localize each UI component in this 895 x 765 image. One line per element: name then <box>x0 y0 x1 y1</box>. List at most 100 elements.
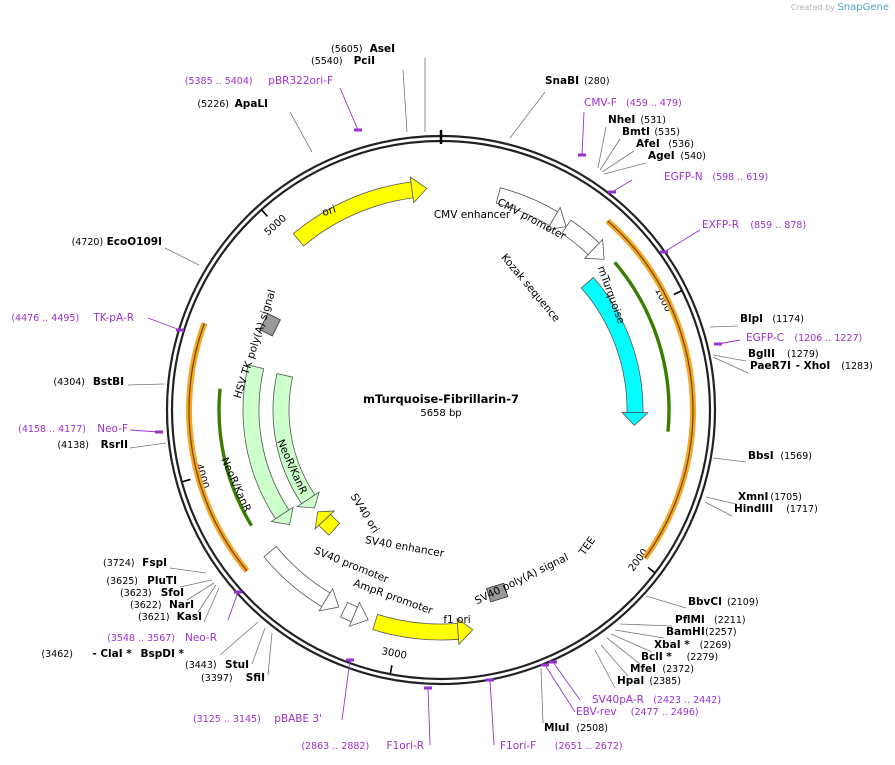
tick-mark <box>260 209 269 217</box>
site-blpi: BlpI(1174) <box>740 313 804 325</box>
site-leader-line <box>129 442 167 449</box>
primer-range: (2423 .. 2442) <box>653 695 721 706</box>
site-pcii: PciI(5540) <box>311 55 375 67</box>
feature-label-f1-ori: f1 ori <box>443 614 470 626</box>
primer-name: F1ori-F <box>500 740 536 752</box>
primer-marker <box>424 686 432 690</box>
feature-arrowhead <box>456 617 474 646</box>
feature-label-neor-kanr: NeoR/KanR <box>218 456 253 514</box>
leader-lines <box>127 58 749 724</box>
site-leader-line <box>600 644 629 677</box>
snapgene-watermark: Created by SnapGene <box>791 2 889 13</box>
site-hpai: HpaI(2385) <box>617 675 681 687</box>
annotation-arc <box>613 261 671 432</box>
site-leader-line <box>203 587 220 623</box>
site-leader-line <box>186 582 215 601</box>
site-leader-line <box>509 91 546 139</box>
tick-mark <box>389 665 393 675</box>
primer-f1ori-r: F1ori-R(2863 .. 2882) <box>301 686 432 752</box>
primer-leader <box>552 661 581 701</box>
site-name: NheI <box>608 114 635 126</box>
site-name: BstBI <box>93 376 124 388</box>
site-position: (3724) <box>103 558 135 569</box>
feature-cmv-promoter <box>561 219 605 260</box>
site-position: (1717) <box>786 504 818 515</box>
site-position: (3625) <box>106 576 138 587</box>
site-leader-line <box>402 69 408 133</box>
primer-range: (598 .. 619) <box>712 172 768 183</box>
site-afei: AfeI(536) <box>636 138 694 150</box>
site-xbai: XbaI *(2269) <box>654 639 731 651</box>
annotation-arc <box>607 220 694 559</box>
site-kasi: KasI(3621) <box>138 611 202 623</box>
site-snabi: SnaBI(280) <box>545 75 610 87</box>
site-leader-line <box>267 632 273 676</box>
primer-leader <box>147 317 181 331</box>
site-leader-line <box>594 649 616 689</box>
primer-leader <box>227 591 239 621</box>
site-extra: - ClaI * <box>92 648 132 660</box>
polya-box <box>486 582 509 603</box>
site-position: (3462) <box>41 649 73 660</box>
site-bamhi: BamHI(2257) <box>666 626 737 638</box>
site-name: HpaI <box>617 675 644 687</box>
site-sfoi: SfoI(3623) <box>120 587 184 599</box>
site-leader-line <box>610 633 653 653</box>
feature-mturquoise <box>580 276 649 426</box>
primer-leader <box>339 87 359 131</box>
feature-body <box>372 613 460 641</box>
site-position: (1174) <box>772 314 804 325</box>
feature-ori <box>292 176 428 247</box>
site-name: NarI <box>169 599 194 611</box>
site-leader-line <box>712 354 747 362</box>
primer-cmv-f: CMV-F(459 .. 479) <box>578 97 682 157</box>
primer-f1ori-f: F1ori-F(2651 .. 2672) <box>486 678 623 752</box>
site-leader-line <box>704 501 733 517</box>
site-paer7i: PaeR7I- XhoI(1283) <box>750 360 873 372</box>
site-position: (4138) <box>57 440 89 451</box>
feature-sv40-ori <box>314 510 341 536</box>
feature-arrowhead <box>583 238 605 260</box>
site-bbvci: BbvCI(2109) <box>688 596 759 608</box>
feature-f1-ori <box>372 613 474 646</box>
site-position: (2109) <box>727 597 759 608</box>
primer-egfp-c: EGFP-C(1206 .. 1227) <box>714 332 862 346</box>
site-name: PluTI <box>147 575 177 587</box>
features <box>186 176 696 646</box>
site-name: MluI <box>544 722 569 734</box>
site-bcli: BclI *(2279) <box>641 651 718 663</box>
site-pluti: PluTI (3625) <box>106 575 177 587</box>
primer-name: TK-pA-R <box>92 312 134 324</box>
primer-range: (2863 .. 2882) <box>301 741 369 752</box>
primer-range: (4158 .. 4177) <box>18 424 86 435</box>
site-nhei: NheI(531) <box>608 114 666 126</box>
site-position: (2508) <box>576 723 608 734</box>
site-agei: AgeI(540) <box>648 150 706 162</box>
site-leader-line <box>603 162 647 175</box>
site-name: PciI <box>354 55 375 67</box>
site-leader-line <box>712 457 747 463</box>
tick-mark <box>647 566 656 574</box>
primer-ebv-rev: EBV-rev(2477 .. 2496) <box>541 663 699 718</box>
primer-pbr322ori-f: pBR322ori-F(5385 .. 5404) <box>185 75 362 132</box>
primer-leader <box>489 679 495 746</box>
site-leader-line <box>705 496 737 505</box>
site-mfei: MfeI(2372) <box>630 663 694 675</box>
feature-arrowhead <box>318 587 340 612</box>
feature-body <box>272 373 316 505</box>
site-name: StuI <box>225 659 249 671</box>
feature-label-ori: ori <box>321 203 338 219</box>
primer-name: EXFP-R <box>702 219 739 231</box>
site-position: (5226) <box>197 99 229 110</box>
site-name: BmtI <box>622 126 650 138</box>
site-leader-line <box>601 150 635 173</box>
tick-label: 3000 <box>381 646 408 662</box>
site-name: PaeR7I <box>750 360 791 372</box>
site-leader-line <box>197 584 217 613</box>
site-ecoo109i: EcoO109I(4720) <box>72 236 162 248</box>
primer-leader <box>129 429 160 433</box>
site-leader-line <box>251 627 266 665</box>
feature-sv40-promoter <box>263 546 340 612</box>
site-name: SfoI <box>161 587 184 599</box>
site-apali: ApaLI(5226) <box>197 98 268 110</box>
